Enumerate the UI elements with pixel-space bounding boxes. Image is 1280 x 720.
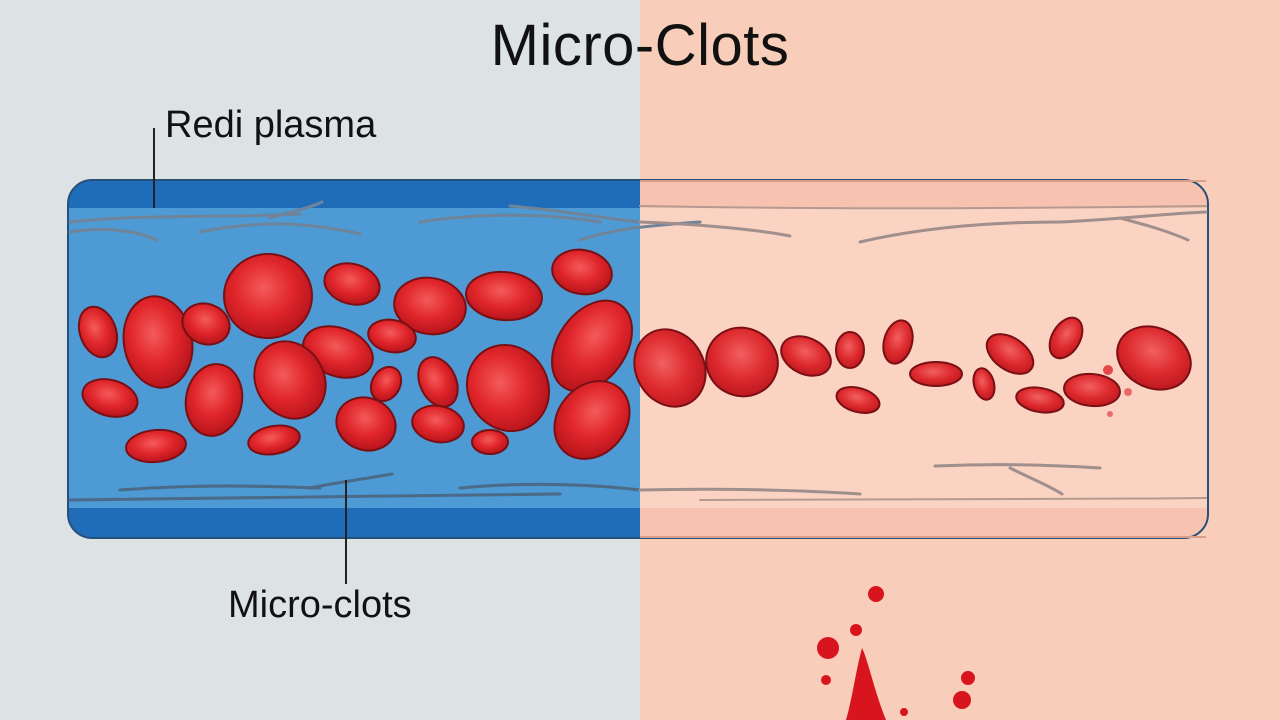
diagram-title: Micro-Clots <box>490 13 790 78</box>
micro-clots-label: Micro-clots <box>228 584 412 626</box>
vessel-wall <box>67 179 1209 539</box>
fibrin-strands-top <box>68 200 1208 244</box>
red-blood-cells-healthy <box>77 248 633 464</box>
red-blood-cells-clotting <box>633 316 1192 417</box>
fibrin-strands-bottom <box>68 463 1207 502</box>
plasma-label: Redi plasma <box>165 104 377 146</box>
vessel-body <box>68 180 1208 538</box>
blood-drops <box>817 586 975 720</box>
label-leader-lines <box>153 128 347 584</box>
